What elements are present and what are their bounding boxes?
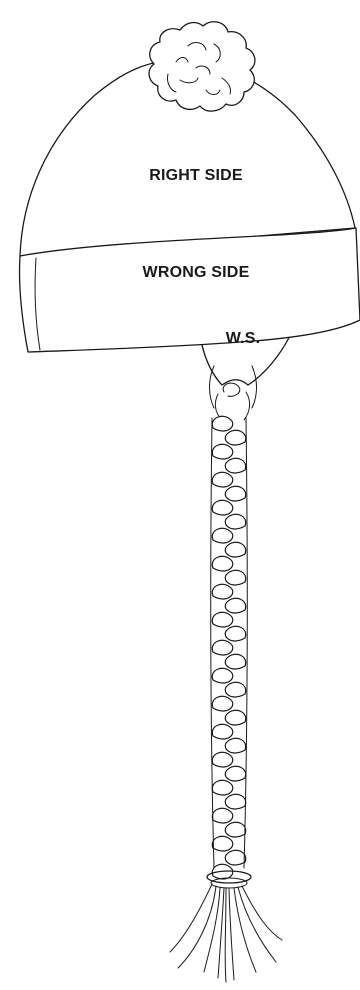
braid-link (212, 416, 232, 431)
braid-link (225, 766, 245, 781)
braid-link (212, 556, 232, 571)
braid-link (212, 472, 232, 487)
braid-link (225, 794, 245, 809)
braid-link (212, 836, 232, 851)
braid-edge-left (211, 418, 214, 868)
braid-link (212, 500, 232, 515)
braid-link (212, 444, 232, 459)
braid-link (225, 738, 245, 753)
pompom-icon (149, 22, 255, 111)
braid-link (225, 654, 245, 669)
label-right-side: RIGHT SIDE (149, 167, 243, 184)
braid-link (212, 640, 232, 655)
label-ws: W.S. (226, 330, 261, 347)
braid-link (225, 486, 245, 501)
braid-link (212, 528, 232, 543)
braid-icon (211, 416, 248, 879)
braid-link (225, 598, 245, 613)
braid-link (212, 584, 232, 599)
braid-link (225, 850, 245, 865)
braid-link (212, 724, 232, 739)
braid-link (225, 430, 245, 445)
braid-link (225, 542, 245, 557)
braid-link (225, 570, 245, 585)
braid-link (212, 696, 232, 711)
tassel-icon (170, 884, 282, 982)
braid-link (212, 752, 232, 767)
braid-link (212, 780, 232, 795)
braid-link (212, 808, 232, 823)
braid-link (225, 626, 245, 641)
braid-link (225, 822, 245, 837)
braid-link (212, 668, 232, 683)
braid-link (225, 514, 245, 529)
braid-link (225, 710, 245, 725)
braid-link (225, 682, 245, 697)
label-wrong-side: WRONG SIDE (143, 264, 250, 281)
braid-link (225, 458, 245, 473)
braid-link (212, 612, 232, 627)
